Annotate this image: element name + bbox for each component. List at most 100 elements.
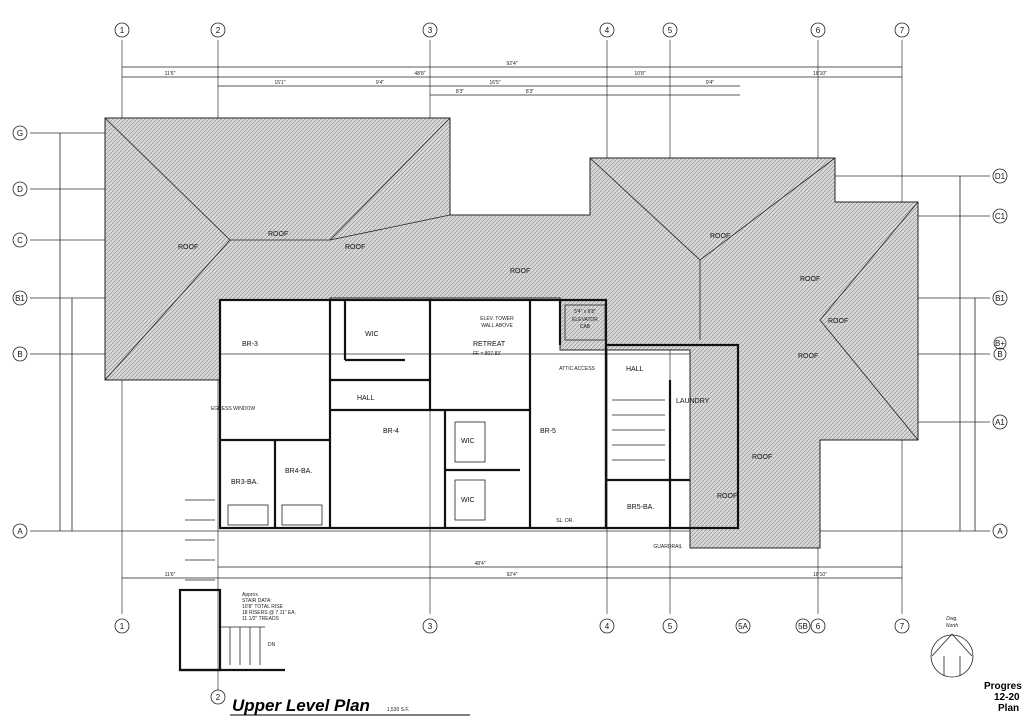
elevator-size: 5'4" x 6'8" [574,309,596,315]
room-retreat: RETREAT [473,341,506,348]
dim: 11'6" [165,572,176,578]
grid-label: G [17,129,23,138]
grid-label: 5A [738,622,748,631]
grid-label: 3 [428,622,433,631]
dim: 18'10" [813,71,827,77]
roof-label: ROOF [828,318,848,325]
room-br3: BR-3 [242,341,258,348]
grid-label: 7 [900,622,905,631]
stair-note-line: 11 1/2" TREADS [242,616,280,622]
roof-label: ROOF [345,244,365,251]
stair-note: Approx. STAIR DATA: 10'8" TOTAL RISE 18 … [242,592,296,648]
sliding-door: SL. DR. [556,518,574,524]
grid-label: 2 [216,693,221,702]
dim: 92'4" [506,572,517,578]
grid-label: 4 [605,622,610,631]
dim: 8'3" [456,89,465,95]
stamp-line: Progres [984,681,1022,692]
roof-label: ROOF [798,353,818,360]
grid-label: 6 [816,622,821,631]
stair-note-line: STAIR DATA: [242,598,272,604]
dim: 10'8" [634,71,645,77]
dim: 9'4" [706,80,715,86]
grid-label: B [997,350,1002,359]
north-arrow: Dwg. North [930,616,974,678]
dim: 48'8" [414,71,425,77]
grid-bubbles-bottom: 1 3 4 5 5A 5B 6 7 2 [114,618,910,705]
grid-label: D1 [995,172,1006,181]
room-hall: HALL [357,395,375,402]
grid-bubbles-right: D1 C1 B1 B+ B A1 A [992,168,1008,539]
dim: 15'1" [274,80,285,86]
grid-bubbles-top: 1 2 3 4 5 6 7 [114,22,910,38]
dim: 16'5" [489,80,500,86]
title-stamp: Progres 12-20 Plan [984,681,1022,714]
drawing-title: Upper Level Plan [232,696,370,715]
dim: 9'4" [376,80,385,86]
roof-label: ROOF [268,231,288,238]
grid-label: A [17,527,23,536]
grid-label: 5B [798,622,808,631]
stair-note-line: Approx. [242,592,259,598]
roof-label: ROOF [717,493,737,500]
grid-label: B+ [995,339,1005,348]
grid-label: 7 [900,26,905,35]
roof-label: ROOF [510,268,530,275]
attic-access: ATTIC ACCESS [559,366,595,372]
room-br5-bath: BR5-BA. [627,504,654,511]
dim: 18'10" [813,572,827,578]
room-wic: WIC [365,331,379,338]
grid-label: 1 [120,622,125,631]
roof-label: ROOF [800,276,820,283]
grid-label: 5 [668,622,673,631]
room-elevator: CAB [580,324,591,330]
guardrail: GUARDRAIL [653,544,682,550]
dim: 92'4" [506,61,517,67]
dimension-lines [59,66,976,579]
dim: 11'6" [165,71,176,77]
stair-note-line: 18 RISERS @ 7.11" EA. [242,610,296,616]
drawing-area: 1,530 S.F. [387,707,410,713]
room-elevator: ELEVATOR [572,317,598,323]
roof-label: ROOF [178,244,198,251]
roof-label: ROOF [710,233,730,240]
stair-down-label: DN [268,642,276,648]
dim: 48'4" [474,561,485,567]
grid-label: 4 [605,26,610,35]
grid-label: B1 [15,294,25,303]
grid-label: C [17,236,23,245]
room-br4: BR-4 [383,428,399,435]
grid-label: C1 [995,212,1006,221]
dimension-labels: 92'4" 11'6" 48'8" 15'1" 9'4" 16'5" 8'3" … [165,61,827,578]
grid-label: B1 [995,294,1005,303]
grid-label: B [17,350,22,359]
room-labels: BR-3 WIC RETREAT FF = 807.83' ELEV. TOWE… [211,309,710,550]
grid-bubbles-left: G D C B1 B A [12,125,28,539]
room-br5: BR-5 [540,428,556,435]
room-wic: WIC [461,438,475,445]
walls [178,298,740,716]
grid-label: 5 [668,26,673,35]
roof-areas [104,117,919,549]
grid-label: D [17,185,23,194]
room-br3-bath: BR3-BA. [231,479,258,486]
roof-labels: ROOF ROOF ROOF ROOF ROOF ROOF ROOF ROOF … [178,231,848,500]
room-hall: HALL [626,366,644,373]
floor-elevation: FF = 807.83' [473,351,501,357]
note: ELEV. TOWER [480,316,514,322]
egress-window: EGRESS WINDOW [211,406,255,412]
north-label: North [946,623,958,629]
grid-label: 6 [816,26,821,35]
room-laundry: LAUNDRY [676,398,710,405]
room-br4-bath: BR4-BA. [285,468,312,475]
north-label: Dwg. [946,616,957,622]
grid-label: A [997,527,1003,536]
roof-label: ROOF [752,454,772,461]
grid-label: 1 [120,26,125,35]
dim: 8'3" [526,89,535,95]
grid-label: A1 [995,418,1005,427]
note: WALL ABOVE [481,323,513,329]
stamp-line: 12-20 [994,692,1020,703]
stair-note-line: 10'8" TOTAL RISE [242,604,284,610]
